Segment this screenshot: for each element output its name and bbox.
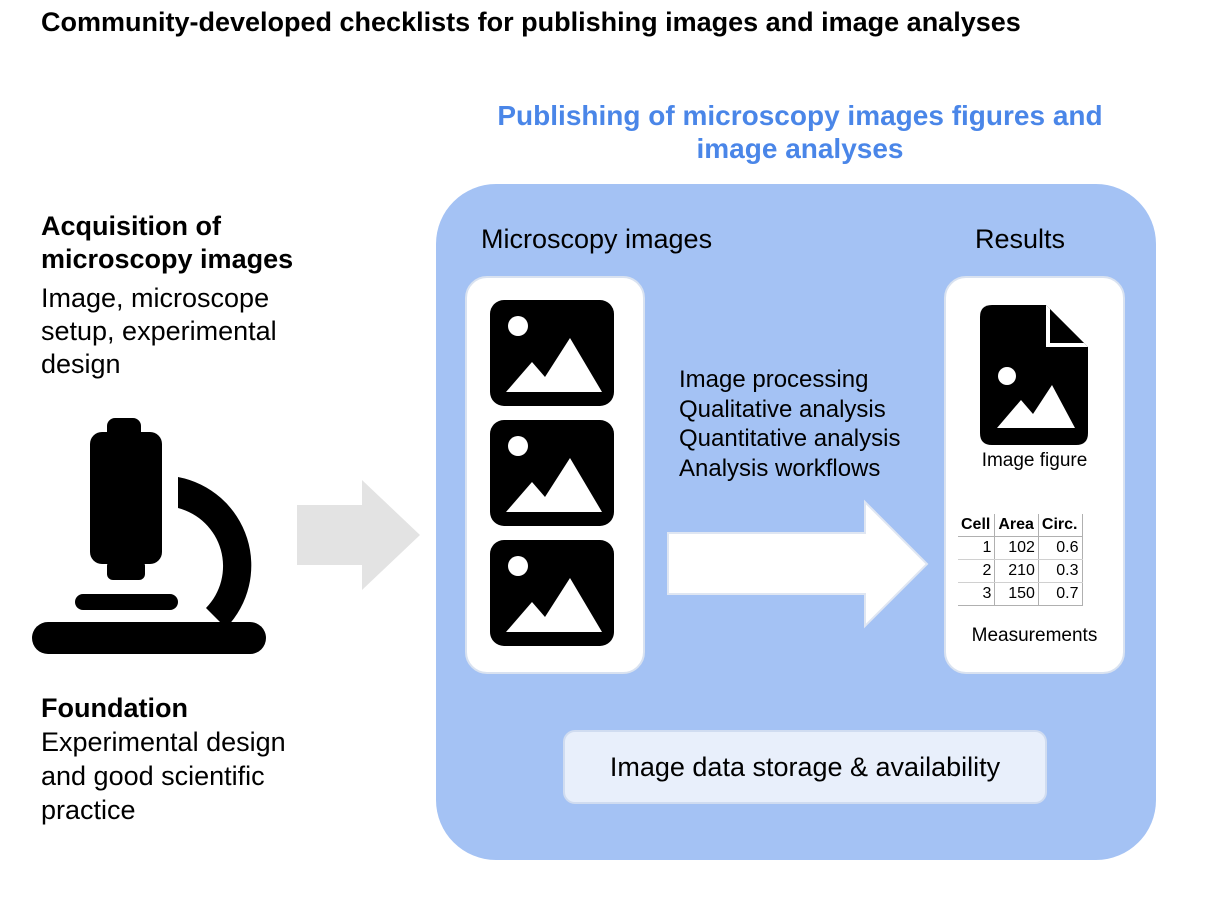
foundation-description: Experimental design and good scientific … <box>41 727 286 825</box>
acquisition-description: Image, microscope setup, experimental de… <box>41 283 277 379</box>
table-header: Area <box>994 514 1039 537</box>
acquisition-heading: Acquisition of microscopy images <box>41 211 294 274</box>
image-figure-caption: Image figure <box>981 450 1088 471</box>
measurements-table: Cell Area Circ. 1 102 0.6 2 210 0.3 3 15… <box>958 514 1083 606</box>
table-header: Cell <box>958 514 996 537</box>
analysis-step: Analysis workflows <box>679 454 881 482</box>
storage-label: Image data storage & availability <box>609 751 1001 782</box>
analysis-step: Image processing <box>679 366 869 393</box>
analysis-step: Quantitative analysis <box>679 425 901 452</box>
table-row: 2 210 0.3 <box>958 559 1083 583</box>
main-title: Community-developed checklists for publi… <box>41 7 1021 37</box>
analysis-step: Qualitative analysis <box>679 395 886 423</box>
measurements-caption: Measurements <box>971 625 1098 646</box>
publishing-title: Publishing of microscopy images figures … <box>497 100 1103 164</box>
table-cell: 0.7 <box>1037 582 1083 606</box>
table-row: 3 150 0.7 <box>958 582 1083 606</box>
foundation-heading: Foundation <box>41 693 188 723</box>
storage-box: Image data storage & availability <box>563 730 1047 804</box>
table-cell: 150 <box>994 582 1039 606</box>
analysis-steps-list: Image processing Qualitative analysis Qu… <box>679 365 900 483</box>
table-row: 1 102 0.6 <box>958 536 1083 560</box>
table-header: Circ. <box>1037 514 1083 537</box>
table-cell: 0.6 <box>1037 536 1083 560</box>
table-cell: 2 <box>958 559 996 583</box>
microscopy-images-label: Microscopy images <box>481 224 713 254</box>
table-cell: 102 <box>994 536 1039 560</box>
table-cell: 3 <box>958 582 996 606</box>
results-label: Results <box>975 224 1066 254</box>
table-cell: 210 <box>994 559 1039 583</box>
table-cell: 0.3 <box>1037 559 1083 583</box>
table-cell: 1 <box>958 536 996 560</box>
